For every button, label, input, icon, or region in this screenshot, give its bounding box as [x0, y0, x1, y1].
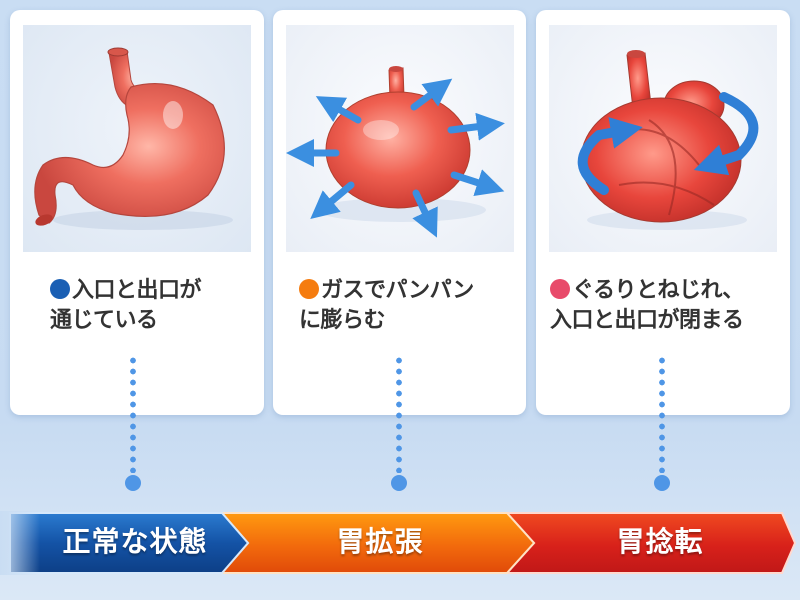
twisted-stomach-icon — [577, 50, 759, 230]
stomach-icon — [34, 47, 233, 230]
normal-stomach-illustration — [23, 25, 251, 252]
stage-label-dilatation: 胃拡張 — [336, 525, 424, 558]
stage-progress-banner: 正常な状態 胃拡張 胃捻転 — [0, 508, 800, 578]
stage-label-normal: 正常な状態 — [62, 525, 208, 558]
stage-caption: ぐるりとねじれ、 入口と出口が閉まる — [550, 278, 744, 333]
dilated-stomach-illustration — [286, 25, 514, 252]
bullet-blue-icon — [50, 279, 70, 299]
dotted-connector — [391, 355, 407, 493]
bullet-orange-icon — [299, 279, 319, 299]
stage-label-torsion: 胃捻転 — [616, 525, 704, 558]
dotted-connector — [654, 355, 670, 493]
chevron-arrow-banner — [0, 511, 797, 575]
connector-end-dot — [125, 475, 141, 491]
connector-end-dot — [391, 475, 407, 491]
stage-card-dilatation: ガスでパンパン に膨らむ — [273, 10, 526, 415]
dilated-stomach-icon — [286, 66, 505, 238]
rotation-arrows-icon — [577, 92, 759, 195]
stage-card-torsion: ぐるりとねじれ、 入口と出口が閉まる — [536, 10, 790, 415]
outward-arrows-icon — [286, 78, 505, 238]
stage-caption: 入口と出口が 通じている — [50, 278, 202, 333]
dotted-connector — [125, 355, 141, 493]
stage-card-normal: 入口と出口が 通じている — [10, 10, 264, 415]
stage-caption: ガスでパンパン に膨らむ — [299, 278, 474, 333]
twisted-stomach-illustration — [549, 25, 777, 252]
connector-end-dot — [654, 475, 670, 491]
bullet-pink-icon — [550, 279, 570, 299]
